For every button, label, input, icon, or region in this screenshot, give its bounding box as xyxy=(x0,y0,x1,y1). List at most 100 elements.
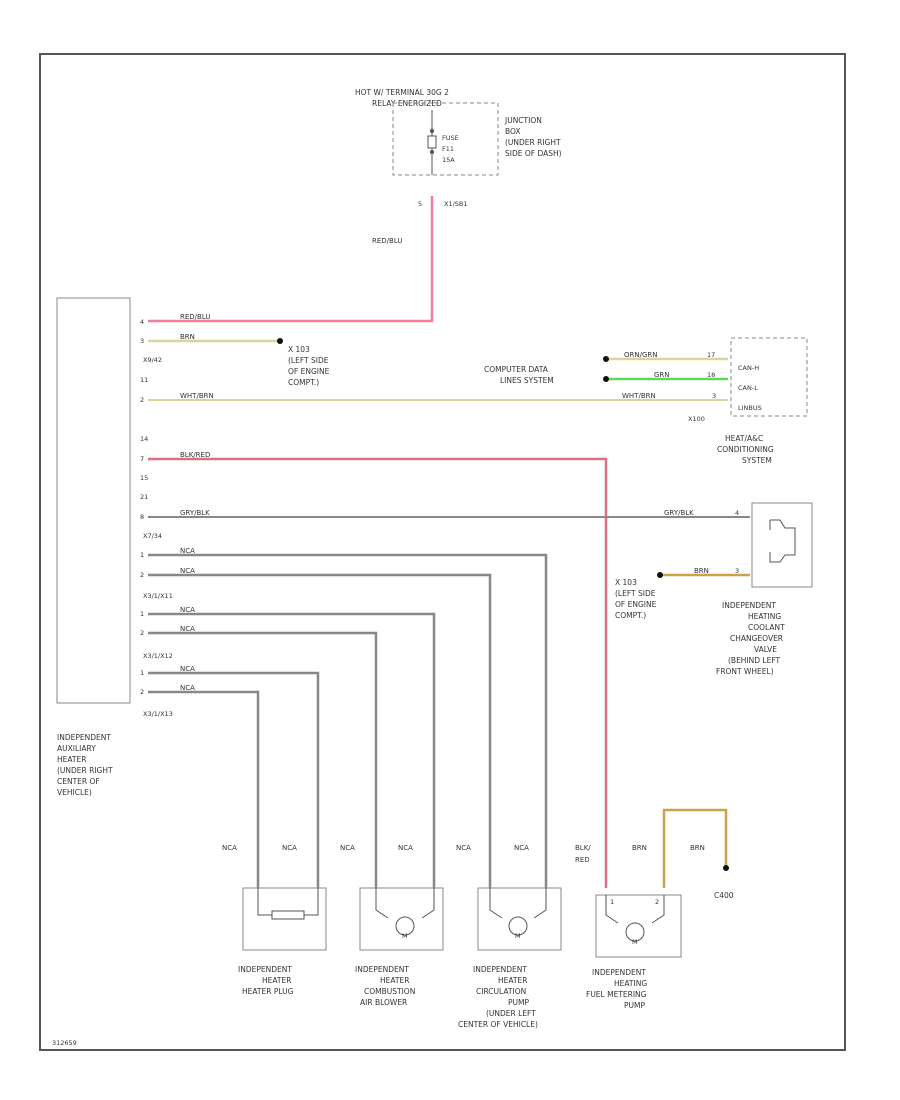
ground-point xyxy=(723,865,729,871)
wire-label-nca: NCA xyxy=(340,844,355,852)
wire-nca xyxy=(148,612,436,888)
ground2-line1: (LEFT SIDE xyxy=(615,589,656,598)
valve-title-1: INDEPENDENT xyxy=(722,601,776,610)
wire-label-nca: NCA xyxy=(180,665,195,673)
ground-point xyxy=(657,572,663,578)
valve-pin: 4 xyxy=(735,509,739,517)
junction-box-label: JUNCTION xyxy=(504,116,542,125)
data-line-terminal xyxy=(603,356,609,362)
heater-plug-title-3: HEATER PLUG xyxy=(242,987,294,996)
ground3-label: C400 xyxy=(714,891,734,900)
wire-label-brn-fuel: BRN xyxy=(632,844,647,852)
wire-label-nca: NCA xyxy=(180,547,195,555)
connector-x12: X3/1/X12 xyxy=(143,652,173,660)
wire-label-gry-blk: GRY/BLK xyxy=(180,509,210,517)
power-pin: 5 xyxy=(418,200,422,208)
heater-title-3: HEATER xyxy=(57,755,86,764)
valve-title-7: FRONT WHEEL) xyxy=(716,667,774,676)
blower-motor-glyph: M xyxy=(402,932,408,940)
heater-title-5: CENTER OF xyxy=(57,777,100,786)
ground1-line3: COMPT.) xyxy=(288,378,319,387)
wire-label-orn-grn: ORN/GRN xyxy=(624,351,658,359)
blower-title-3: COMBUSTION xyxy=(364,987,415,996)
fuel-pump-symbol xyxy=(605,895,665,924)
wire-label-nca: NCA xyxy=(514,844,529,852)
wire-nca xyxy=(148,690,260,888)
power-connector: X1/SB1 xyxy=(444,200,468,208)
hvac-title-3: SYSTEM xyxy=(742,456,772,465)
heater-title-2: AUXILIARY xyxy=(57,744,96,753)
pump-motor-glyph: M xyxy=(515,932,521,940)
heater-pin: 3 xyxy=(140,337,144,345)
power-wire-label: RED/BLU xyxy=(372,237,403,245)
valve-title-4: CHANGEOVER xyxy=(730,634,783,643)
connector-x13: X3/1/X13 xyxy=(143,710,173,718)
heater-pin: 1 xyxy=(140,610,144,618)
coolant-valve-box xyxy=(751,502,813,588)
hvac-title-2: CONDITIONING xyxy=(717,445,774,454)
wire-label-brn-valve: BRN xyxy=(694,567,709,575)
ground2-line2: OF ENGINE xyxy=(615,600,657,609)
wire-red-blu xyxy=(148,196,434,323)
wire-label-nca: NCA xyxy=(282,844,297,852)
fuel-pump-pin: 1 xyxy=(610,898,614,906)
hvac-can-l: CAN-L xyxy=(738,384,758,392)
pump-title-2: HEATER xyxy=(498,976,527,985)
heater-title-6: VEHICLE) xyxy=(57,788,92,797)
pump-title-6: CENTER OF VEHICLE) xyxy=(458,1020,538,1029)
wire-nca xyxy=(148,671,320,888)
heater-pin: 21 xyxy=(140,493,148,501)
wire-label-nca: NCA xyxy=(180,625,195,633)
data-pin: 17 xyxy=(707,351,715,359)
ground2-connector: X 103 xyxy=(615,578,637,587)
blower-title-4: AIR BLOWER xyxy=(360,998,407,1007)
computer-data-label-2: LINES SYSTEM xyxy=(500,376,554,385)
heater-pin: 2 xyxy=(140,396,144,404)
aux-heater-box xyxy=(56,297,131,704)
blower-title-2: HEATER xyxy=(380,976,409,985)
wire-label-brn: BRN xyxy=(180,333,195,341)
pump-motor-symbol xyxy=(489,888,547,919)
junction-box-outline xyxy=(392,102,499,176)
wire-label-nca: NCA xyxy=(456,844,471,852)
wire-nca xyxy=(148,553,548,888)
wire-label-wht-brn: WHT/BRN xyxy=(180,392,214,400)
heater-pin: 1 xyxy=(140,551,144,559)
ground-point xyxy=(277,338,283,344)
heater-pin: 1 xyxy=(140,669,144,677)
wire-label-grn: GRN xyxy=(654,371,670,379)
heater-pin: 4 xyxy=(140,318,144,326)
hvac-linbus: LINBUS xyxy=(738,404,762,412)
hvac-connector: X100 xyxy=(688,415,705,423)
junction-box-label-4: SIDE OF DASH) xyxy=(505,149,562,158)
heater-title-4: (UNDER RIGHT xyxy=(57,766,113,775)
blower-motor-icon xyxy=(395,916,415,936)
wire-label-nca: NCA xyxy=(180,567,195,575)
connector-x942: X9/42 xyxy=(143,356,162,364)
valve-symbol xyxy=(769,519,796,563)
heater-pin: 2 xyxy=(140,571,144,579)
fuel-pump-title-2: HEATING xyxy=(614,979,647,988)
valve-title-2: HEATING xyxy=(748,612,781,621)
heater-pin: 14 xyxy=(140,435,148,443)
fuel-pump-title-4: PUMP xyxy=(624,1001,645,1010)
ground1-connector: X 103 xyxy=(288,345,310,354)
wire-label-brn-ground: BRN xyxy=(690,844,705,852)
fuel-pump-title-3: FUEL METERING xyxy=(586,990,647,999)
wire-nca xyxy=(148,573,492,888)
heater-pin: 2 xyxy=(140,629,144,637)
wire-nca xyxy=(148,631,378,888)
pump-title-1: INDEPENDENT xyxy=(473,965,527,974)
heater-pin: 7 xyxy=(140,455,144,463)
fuse-symbol xyxy=(427,135,437,149)
heater-plug-symbol xyxy=(257,888,319,916)
fuse-number: F11 xyxy=(442,145,454,153)
fuel-pump-title-1: INDEPENDENT xyxy=(592,968,646,977)
fuel-pump-glyph: M xyxy=(632,938,638,946)
fuse-rating: 15A xyxy=(442,156,455,164)
pump-title-5: (UNDER LEFT xyxy=(486,1009,536,1018)
wire-label-red-blu: RED/BLU xyxy=(180,313,211,321)
wire-label-gry-blk-right: GRY/BLK xyxy=(664,509,694,517)
ground2-line3: COMPT.) xyxy=(615,611,646,620)
